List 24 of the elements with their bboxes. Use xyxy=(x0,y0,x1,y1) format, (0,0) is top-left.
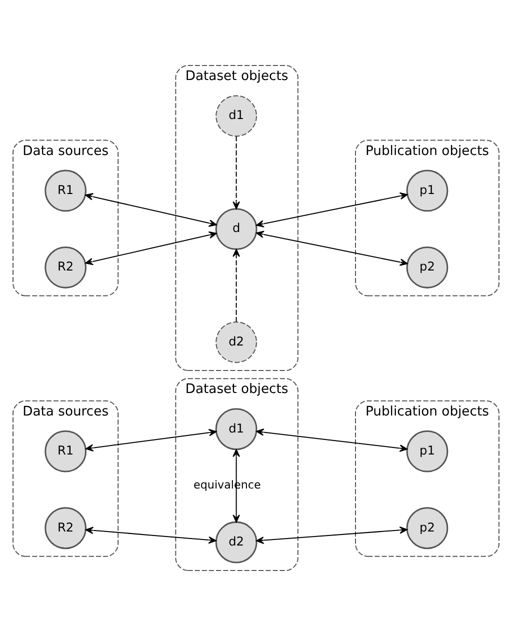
arrow xyxy=(232,248,240,322)
node-circle: p1 xyxy=(406,430,448,472)
node-circle: R1 xyxy=(44,430,86,472)
node-circle: p1 xyxy=(406,169,448,212)
arrow xyxy=(255,192,408,227)
node-circle: d1 xyxy=(215,94,256,136)
node-circle: p2 xyxy=(406,246,448,288)
node-circle: R2 xyxy=(44,506,86,549)
arrow xyxy=(84,428,216,452)
arrow xyxy=(255,230,408,266)
node-circle: d xyxy=(214,208,257,250)
arrow xyxy=(232,448,240,522)
arrow xyxy=(255,428,408,452)
node-circle: d2 xyxy=(215,321,256,362)
arrow xyxy=(84,526,216,544)
arrow xyxy=(232,136,240,209)
node-circle: d2 xyxy=(214,520,257,563)
arrow xyxy=(84,230,216,265)
node-circle: R1 xyxy=(44,169,86,212)
node-circle: d1 xyxy=(214,408,257,450)
node-circle: p2 xyxy=(406,506,448,549)
arrow xyxy=(255,526,408,544)
node-circle: R2 xyxy=(44,246,86,288)
arrow xyxy=(84,192,216,226)
